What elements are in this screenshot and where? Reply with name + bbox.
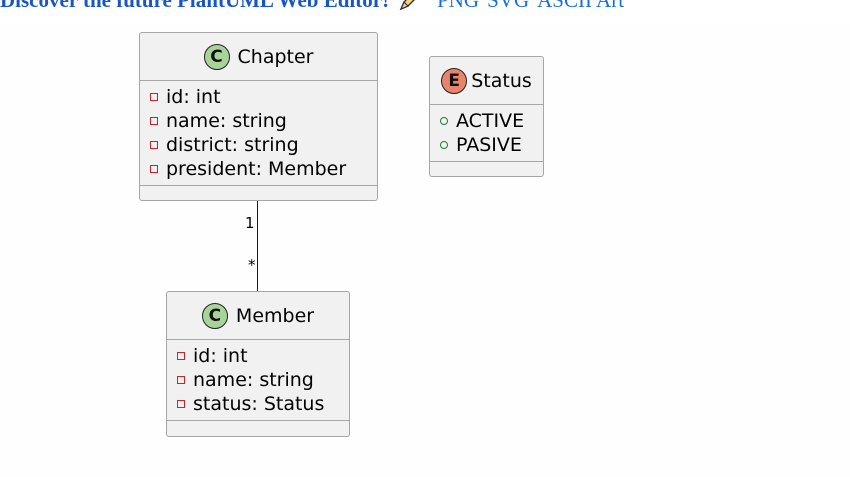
png-link[interactable]: PNG [437,0,479,13]
class-stereotype-icon: C [203,43,230,70]
svg-link[interactable]: SVG [487,0,529,13]
private-visibility-icon [177,376,185,384]
enum-stereotype-icon: E [441,67,468,94]
class-chapter-name: Chapter [237,45,314,68]
enum-status-name: Status [471,69,532,92]
attribute-row: president: Member [150,157,377,181]
pencil-icon [397,0,423,13]
class-member[interactable]: C Member id: int name: string status: St… [166,291,350,437]
enum-value-row: PASIVE [440,133,543,157]
class-member-name: Member [235,304,315,327]
association-line [257,201,258,291]
enum-status-header: E Status [430,57,543,105]
public-visibility-icon [440,141,448,149]
public-visibility-icon [440,117,448,125]
enum-status-methods [430,162,543,170]
private-visibility-icon [150,117,158,125]
diagram-canvas: 1 * C Chapter id: int name: string distr… [0,25,850,477]
class-chapter-header: C Chapter [140,33,377,81]
enum-status-values: ACTIVE PASIVE [430,105,543,162]
private-visibility-icon [177,352,185,360]
class-stereotype-icon: C [201,302,228,329]
web-editor-link[interactable]: Discover the future PlantUML Web Editor! [0,0,389,13]
private-visibility-icon [150,141,158,149]
private-visibility-icon [177,400,185,408]
ascii-art-link[interactable]: ASCII Art [537,0,624,13]
attribute-row: district: string [150,133,377,157]
private-visibility-icon [150,165,158,173]
multiplicity-many: * [248,256,256,274]
class-chapter-attributes: id: int name: string district: string pr… [140,81,377,186]
attribute-row: name: string [177,368,349,392]
enum-value-row: ACTIVE [440,109,543,133]
class-member-attributes: id: int name: string status: Status [167,340,349,421]
multiplicity-one: 1 [245,214,255,232]
class-chapter[interactable]: C Chapter id: int name: string district:… [139,32,378,201]
class-member-methods [167,421,349,429]
private-visibility-icon [150,93,158,101]
top-bar: Discover the future PlantUML Web Editor!… [0,0,624,12]
attribute-row: id: int [150,85,377,109]
attribute-row: status: Status [177,392,349,416]
attribute-row: name: string [150,109,377,133]
class-chapter-methods [140,186,377,194]
class-member-header: C Member [167,292,349,340]
attribute-row: id: int [177,344,349,368]
enum-status[interactable]: E Status ACTIVE PASIVE [429,56,544,177]
